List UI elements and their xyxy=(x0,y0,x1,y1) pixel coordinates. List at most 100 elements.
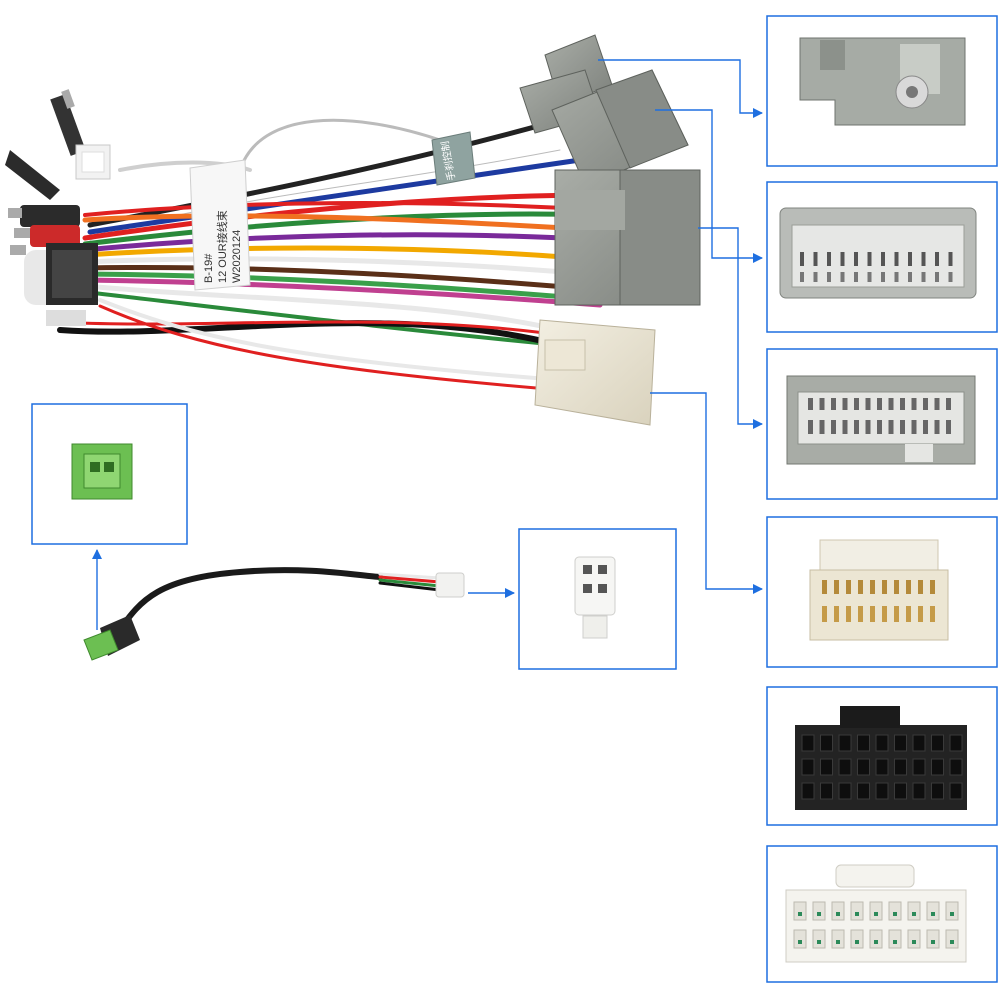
connector-pin xyxy=(934,420,940,434)
connector-pin xyxy=(850,901,864,921)
adapter-green-plug xyxy=(83,615,140,661)
connector-pin xyxy=(800,272,804,282)
connector-pin xyxy=(908,272,912,282)
connector-pin xyxy=(912,734,926,752)
connector-pin xyxy=(948,272,953,282)
connector-pin xyxy=(935,272,939,282)
adapter-cable xyxy=(117,567,442,633)
detail-box-white-20pin xyxy=(766,845,998,983)
connector-pin xyxy=(894,272,899,282)
wire-bundle xyxy=(57,117,603,392)
connector-pin xyxy=(912,758,926,776)
connector-pin xyxy=(900,420,905,434)
connector-pin xyxy=(854,272,858,282)
connector-pin xyxy=(869,901,883,921)
connector-pin xyxy=(838,782,852,800)
connector-pin xyxy=(827,252,831,266)
connector-pin xyxy=(882,606,887,622)
connector-pin xyxy=(881,272,885,282)
connector-pin xyxy=(931,758,944,776)
connector-pin xyxy=(865,420,871,434)
connector-pin xyxy=(912,940,916,944)
connector-pin xyxy=(831,398,836,410)
connector-pin xyxy=(874,940,878,944)
detail-box-green xyxy=(31,403,188,545)
connector-pin xyxy=(793,929,807,949)
sleeve-label-line-3: W2020124 xyxy=(231,230,243,283)
connector-pin xyxy=(926,901,940,921)
gray-wide-connector-main xyxy=(554,169,701,306)
connector-pin xyxy=(894,734,907,752)
connector-pin xyxy=(836,940,840,944)
connector-pin xyxy=(918,606,923,622)
connector-pin xyxy=(907,929,921,949)
sleeve-label-line-1: B-19# xyxy=(203,253,215,283)
connector-pin xyxy=(817,912,821,916)
connector-pin xyxy=(834,580,839,594)
connector-pin xyxy=(888,398,894,410)
connector-pin xyxy=(842,420,848,434)
connector-pin xyxy=(906,580,911,594)
connector-pin xyxy=(894,580,899,594)
connector-pin xyxy=(881,252,885,266)
connector-pin xyxy=(831,901,845,921)
connector-pin xyxy=(894,758,907,776)
connector-pin xyxy=(874,912,878,916)
connector-pin xyxy=(950,912,954,916)
connector-pin xyxy=(858,606,863,622)
connector-pin xyxy=(931,940,935,944)
connector-pin xyxy=(838,734,852,752)
connector-pin xyxy=(857,758,870,776)
connector-pin xyxy=(820,734,833,752)
connector-pin xyxy=(798,912,802,916)
connector-pin xyxy=(900,398,905,410)
detail-box-ivory xyxy=(766,516,998,668)
detail-box-wide xyxy=(766,348,998,500)
wire-sleeve-label: B-19# 12 OUR接线束 W2020124 xyxy=(189,159,251,291)
connector-pin xyxy=(949,734,963,752)
connector-pin xyxy=(831,420,836,434)
connector-pin xyxy=(923,420,928,434)
detail-box-antenna xyxy=(766,15,998,167)
connector-pin xyxy=(931,782,944,800)
connector-pin xyxy=(888,420,894,434)
connector-pin xyxy=(846,606,851,622)
connector-pin xyxy=(906,606,911,622)
detail-box-24pin xyxy=(766,181,998,333)
connector-pin xyxy=(870,606,875,622)
connector-pin xyxy=(946,398,951,410)
connector-pin xyxy=(812,929,826,949)
connector-pin xyxy=(854,398,859,410)
connector-pin xyxy=(834,606,839,622)
connector-pin xyxy=(893,912,897,916)
connector-pin xyxy=(877,398,882,410)
connector-pin xyxy=(875,758,889,776)
connector-pin xyxy=(850,929,864,949)
connector-pin xyxy=(820,782,833,800)
connector-pin xyxy=(894,782,907,800)
connector-pin xyxy=(801,782,815,800)
connector-pin xyxy=(931,734,944,752)
connector-pin xyxy=(935,252,939,266)
connector-pin xyxy=(930,580,935,594)
connector-pin xyxy=(948,252,953,266)
connector-pin xyxy=(934,398,940,410)
connector-pin xyxy=(822,606,827,622)
connector-pin xyxy=(838,758,852,776)
connector-pin xyxy=(840,252,845,266)
connector-pin xyxy=(882,580,887,594)
connector-pin xyxy=(912,782,926,800)
connector-pin xyxy=(946,420,951,434)
connector-pin xyxy=(822,580,827,594)
connector-pin xyxy=(808,398,813,410)
connector-pin xyxy=(820,758,833,776)
connector-pin xyxy=(907,901,921,921)
ivory-connector-main xyxy=(534,319,656,426)
connector-pin xyxy=(894,606,899,622)
pin-row-ivory xyxy=(822,580,935,622)
connector-pin xyxy=(921,272,926,282)
connector-pin xyxy=(813,272,818,282)
connector-pin xyxy=(855,940,859,944)
connector-pin xyxy=(865,398,871,410)
